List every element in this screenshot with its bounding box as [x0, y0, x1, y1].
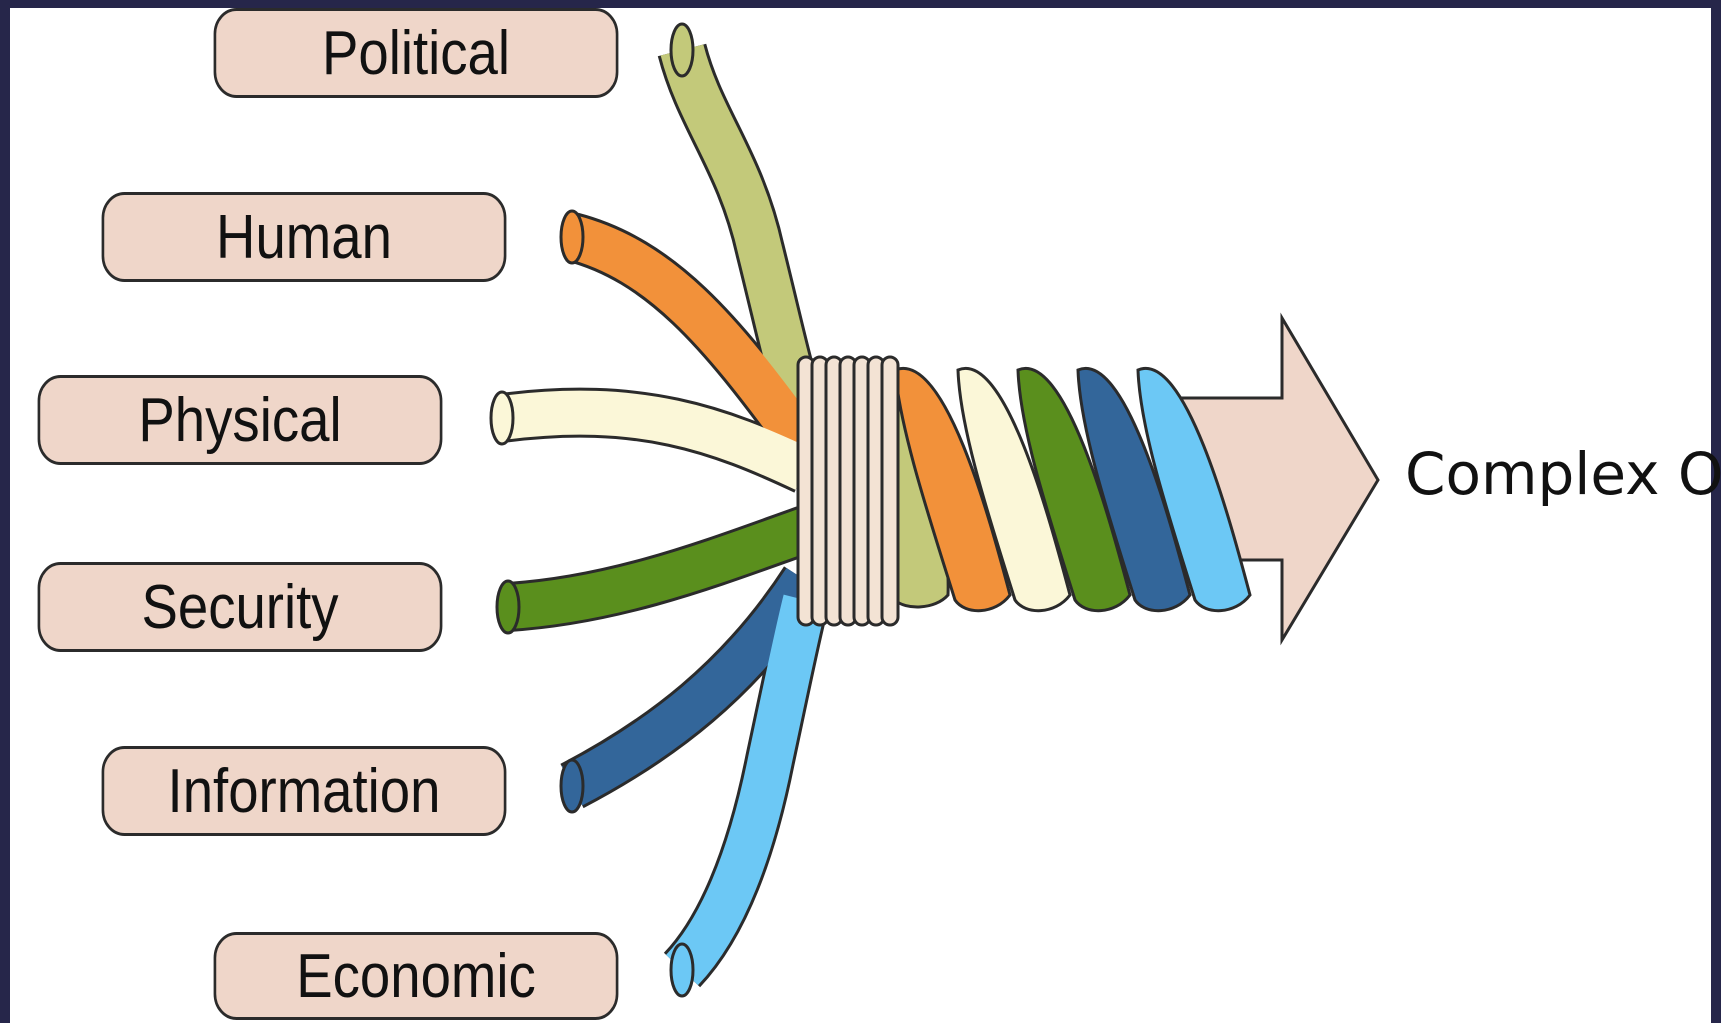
strand-end-caps [489, 22, 695, 998]
label-economic: Economic [213, 932, 619, 1020]
rope-twist-human [893, 366, 1012, 613]
strand-physical [499, 390, 815, 490]
frame-top-edge [0, 0, 1721, 8]
strand-cap-economic [669, 942, 695, 998]
strand-cap-physical [489, 390, 515, 446]
rope-twist-security [1016, 366, 1132, 613]
loose-strands [499, 44, 827, 986]
label-physical: Physical [37, 375, 443, 465]
rope-twist-physical [956, 366, 1072, 613]
strand-cap-human [559, 209, 585, 265]
strand-human [566, 215, 818, 453]
rope-twist-economic [1136, 366, 1252, 613]
label-information: Information [101, 746, 507, 836]
label-political: Political [213, 8, 619, 98]
rope-twist-information [1076, 366, 1192, 613]
binding-wrap-7 [880, 355, 900, 627]
frame-left-edge [0, 0, 10, 1023]
result-label: Complex OE [1405, 440, 1721, 508]
frame-right-edge [1711, 0, 1721, 1023]
strand-cap-information [559, 758, 585, 814]
strand-political [660, 44, 826, 428]
strand-cap-security [495, 579, 521, 635]
label-security: Security [37, 562, 443, 652]
strand-security [506, 509, 813, 629]
strand-economic [665, 594, 827, 986]
label-human: Human [101, 192, 507, 282]
strand-cap-political [669, 22, 695, 78]
rope-binding [796, 355, 900, 627]
